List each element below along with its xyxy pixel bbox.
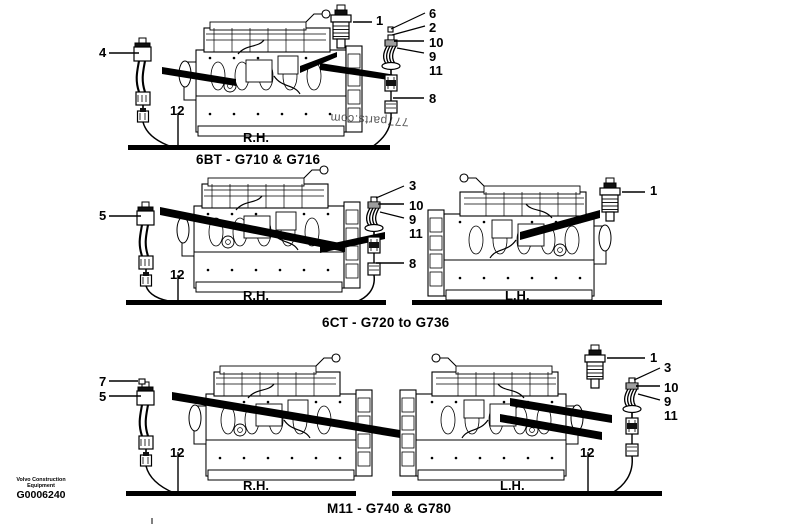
callout-6: 6: [429, 6, 437, 21]
callout-11-panel1: 11: [429, 63, 443, 78]
panel-title-m11: M11 - G740 & G780: [327, 501, 452, 516]
panel-6ct-artwork: [109, 165, 662, 305]
callout-12-panel3-right: 12: [580, 445, 595, 460]
view-label-lh-panel3: L.H.: [500, 478, 525, 493]
callout-3-panel2: 3: [409, 178, 417, 193]
callout-2: 2: [429, 20, 437, 35]
callout-12-panel2: 12: [170, 267, 185, 282]
callout-12-panel3-left: 12: [170, 445, 185, 460]
view-label-rh-panel1: R.H.: [243, 130, 269, 145]
panel-6bt-artwork: [109, 4, 426, 150]
callout-11-panel2: 11: [409, 226, 423, 241]
callout-10-panel1: 10: [429, 35, 444, 50]
view-label-rh-panel3: R.H.: [243, 478, 269, 493]
panel-title-6ct: 6CT - G720 to G736: [322, 315, 450, 330]
callout-4: 4: [99, 45, 107, 60]
callout-10-panel2: 10: [409, 198, 424, 213]
view-label-rh-panel2: R.H.: [243, 288, 269, 303]
callout-8-panel1: 8: [429, 91, 437, 106]
publisher-credit: Volvo Construction Equipment G0006240: [4, 477, 78, 502]
callout-7: 7: [99, 374, 107, 389]
callout-9-panel1: 9: [429, 49, 437, 64]
callout-5-panel2: 5: [99, 208, 107, 223]
callout-9-panel3: 9: [664, 394, 672, 409]
drawing-number: G0006240: [16, 489, 66, 502]
publisher-line1: Volvo Construction: [16, 477, 66, 483]
callout-1-panel1: 1: [376, 13, 384, 28]
callout-12-panel1: 12: [170, 103, 185, 118]
callout-5-panel3: 5: [99, 389, 107, 404]
publisher-line2: Equipment: [27, 483, 55, 490]
callout-11-panel3: 11: [664, 408, 678, 423]
callout-9-panel2: 9: [409, 212, 417, 227]
callout-1-panel2: 1: [650, 183, 658, 198]
panel-title-6bt: 6BT - G710 & G716: [196, 152, 321, 167]
callout-10-panel3: 10: [664, 380, 679, 395]
view-label-lh-panel2: L.H.: [505, 288, 530, 303]
callout-8-panel2: 8: [409, 256, 417, 271]
callout-1-panel3: 1: [650, 350, 658, 365]
callout-3-panel3: 3: [664, 360, 672, 375]
panel-m11-artwork: [109, 344, 662, 496]
